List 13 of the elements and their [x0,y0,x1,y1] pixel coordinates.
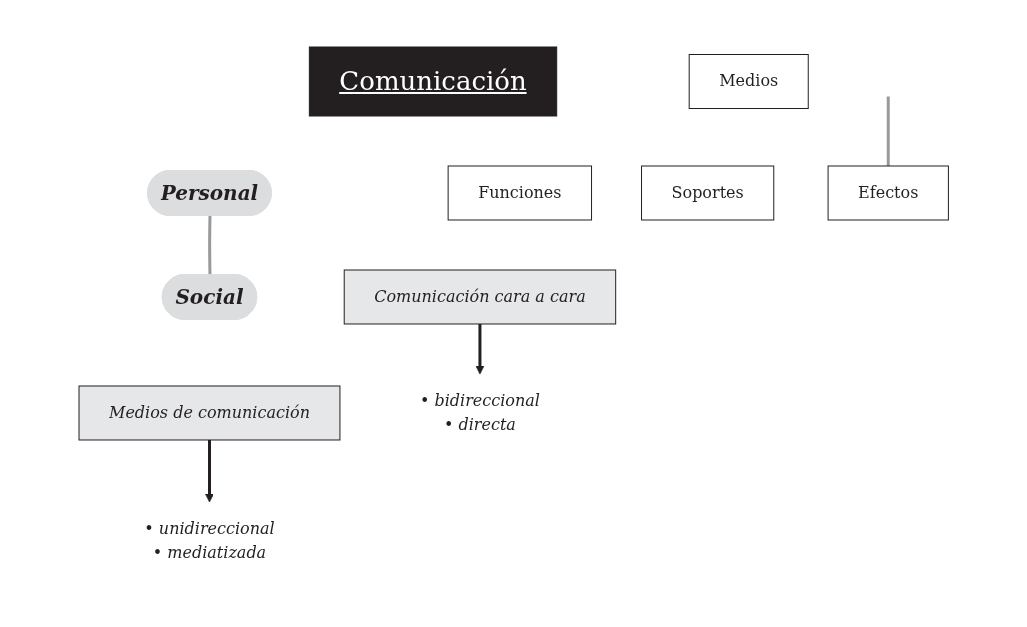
node-text: • bidireccional • directa [419,390,540,434]
node-box: Funciones [447,165,592,221]
connector [207,215,212,275]
node-box: Medios de comunicación [78,385,341,441]
node-box: Soportes [640,165,775,221]
connector [886,96,890,166]
node-text: • unidireccional • mediatizada [144,518,275,562]
arrow [475,324,485,375]
node-box: Efectos [827,165,949,221]
node-box: Comunicación cara a cara [343,269,616,325]
arrow [204,440,214,503]
node-box: Comunicación [308,46,557,117]
node-box: Medios [688,54,809,109]
